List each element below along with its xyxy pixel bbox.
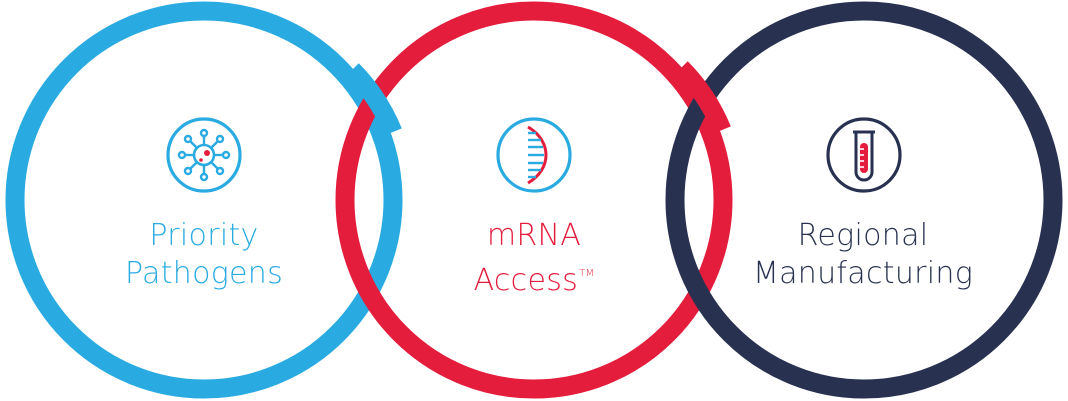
label-line-2: AccessTM: [384, 255, 684, 300]
test-tube-icon: [826, 117, 902, 193]
dna-helix-icon: [496, 117, 572, 193]
label-line-1: Regional: [797, 218, 929, 253]
ring-interlock-red-over-navy: [674, 61, 731, 134]
label-line-2-text: Access: [473, 263, 579, 298]
label-regional-manufacturing: Regional Manufacturing: [713, 217, 1013, 293]
virus-icon: [166, 117, 242, 193]
label-priority-pathogens: Priority Pathogens: [54, 217, 354, 293]
ring-priority-pathogens: [5, 1, 403, 399]
label-line-2: Pathogens: [124, 256, 284, 291]
trademark-mark: TM: [579, 268, 595, 279]
label-line-2: Manufacturing: [752, 256, 974, 291]
label-line-1: mRNA: [486, 218, 582, 253]
ring-regional-manufacturing: [665, 1, 1063, 399]
ring-mrna-access: [335, 1, 733, 399]
label-mrna-access: mRNA AccessTM: [384, 217, 684, 300]
label-line-1: Priority: [149, 218, 259, 253]
ring-interlock-blue-over-red: [345, 63, 402, 136]
